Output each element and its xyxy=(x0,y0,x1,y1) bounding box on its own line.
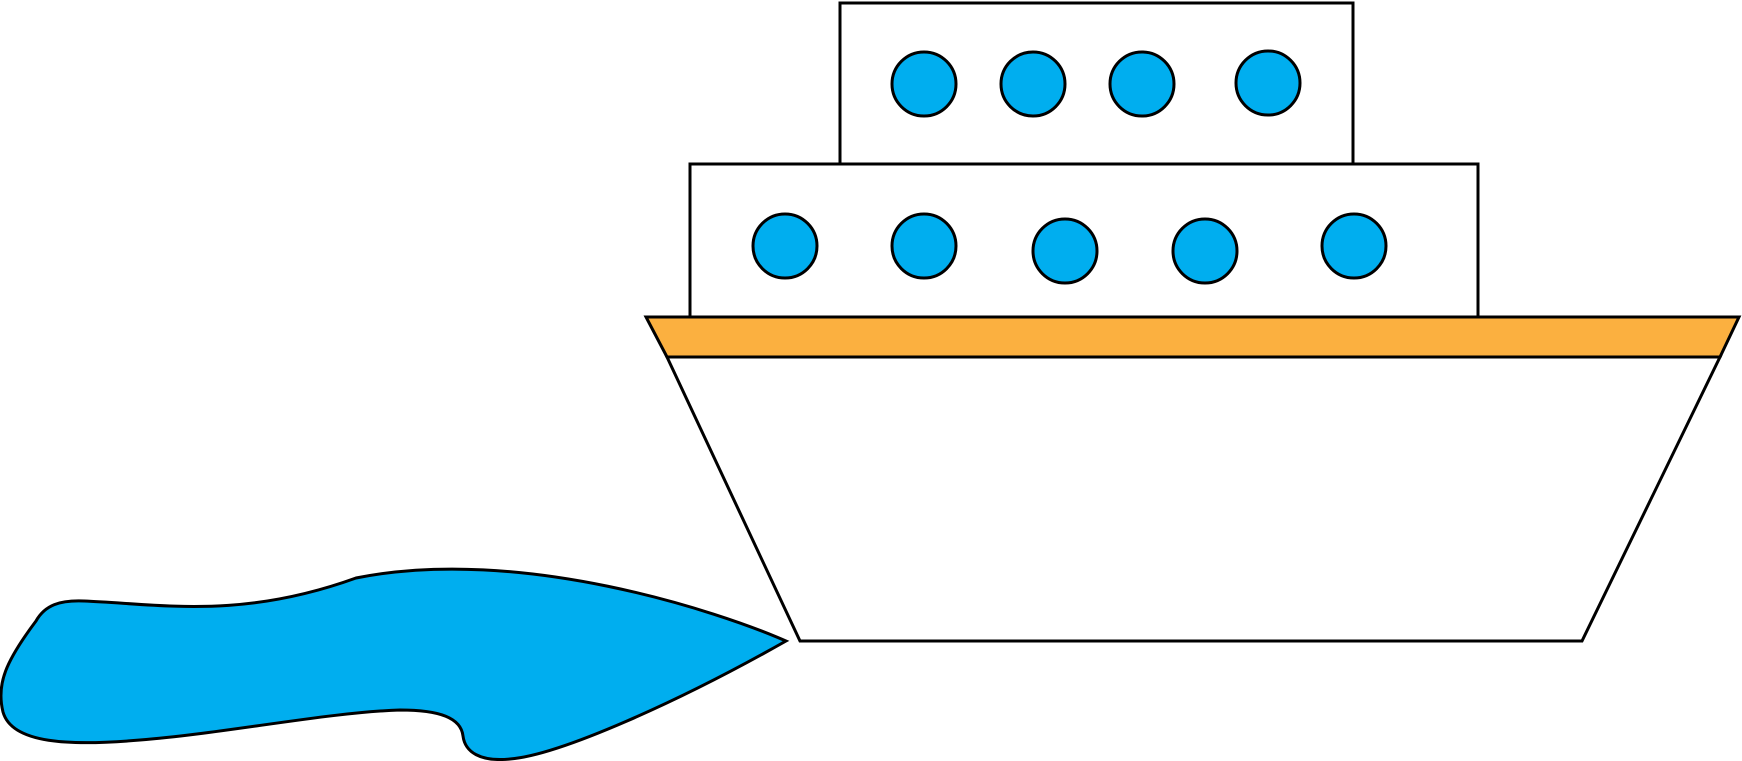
porthole xyxy=(890,212,958,280)
porthole xyxy=(999,50,1067,118)
deck-stripe xyxy=(643,315,1742,359)
porthole xyxy=(1171,217,1239,285)
lower-porthole-row xyxy=(751,212,1388,285)
water-puddle xyxy=(0,567,790,761)
upper-porthole-row xyxy=(890,49,1302,118)
porthole xyxy=(890,50,958,118)
ship-hull xyxy=(664,355,1723,643)
porthole xyxy=(1234,49,1302,117)
porthole xyxy=(1031,217,1099,285)
porthole xyxy=(1108,50,1176,118)
porthole xyxy=(751,212,819,280)
porthole xyxy=(1320,212,1388,280)
